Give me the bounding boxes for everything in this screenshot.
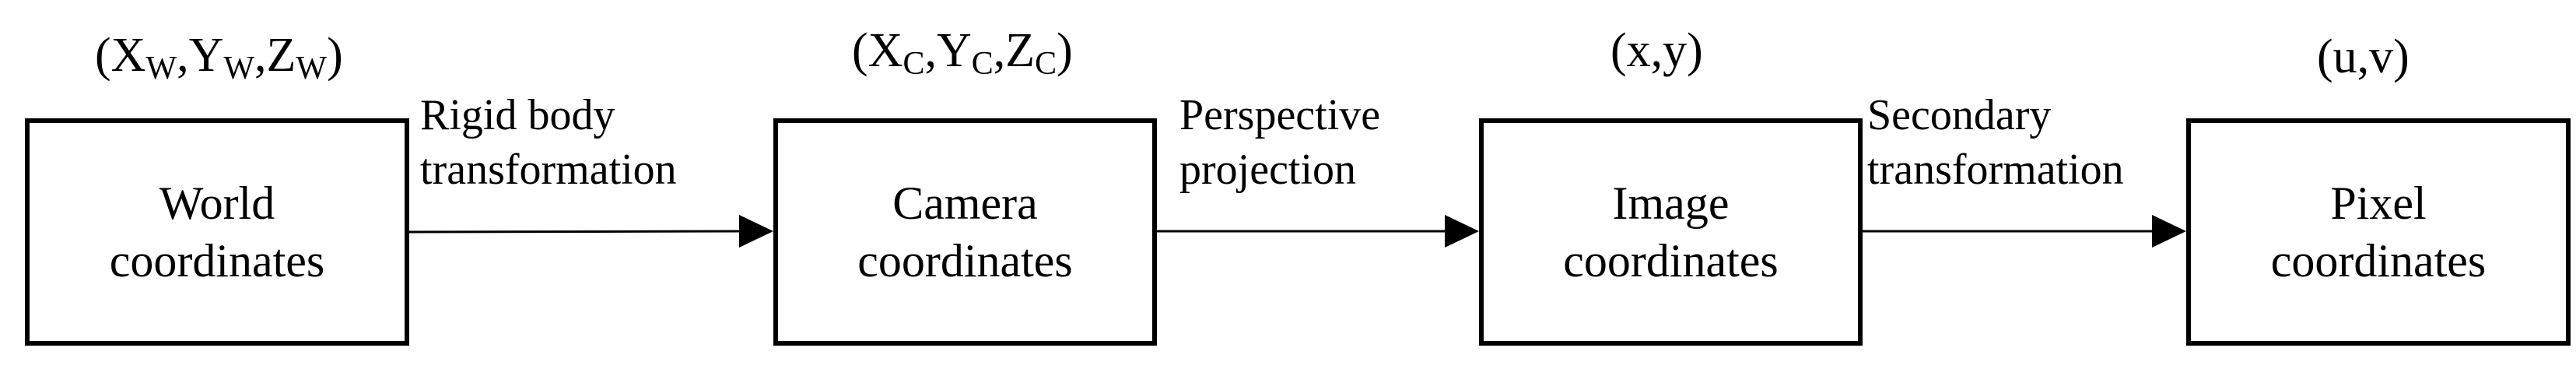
perspective-label-line2: projection bbox=[1179, 146, 1357, 194]
camera-coordinates-box: Camera coordinates bbox=[773, 118, 1157, 346]
image-box-line1: Image bbox=[1612, 177, 1730, 229]
pixel-box-line2: coordinates bbox=[2270, 235, 2487, 286]
rigid-body-transformation-label: Rigid body transformation bbox=[420, 88, 677, 197]
world-coordinate-symbol: (XW,YW,ZW) bbox=[95, 29, 343, 86]
image-coordinate-symbol: (x,y) bbox=[1610, 24, 1703, 77]
secondary-transformation-label: Secondary transformation bbox=[1867, 88, 2124, 197]
secondary-label-line1: Secondary bbox=[1867, 91, 2052, 139]
image-box-line2: coordinates bbox=[1563, 235, 1779, 286]
rigid-label-line1: Rigid body bbox=[420, 91, 615, 139]
perspective-label-line1: Perspective bbox=[1179, 91, 1381, 139]
pixel-box-line1: Pixel bbox=[2330, 177, 2427, 229]
pixel-coordinate-symbol: (u,v) bbox=[2317, 30, 2410, 83]
arrow-image-to-pixel bbox=[1863, 215, 2186, 248]
image-coordinates-box: Image coordinates bbox=[1479, 118, 1863, 346]
world-box-line1: World bbox=[159, 177, 275, 229]
camera-box-line1: Camera bbox=[892, 177, 1038, 229]
arrow-world-to-camera bbox=[408, 215, 773, 248]
arrow-camera-to-image bbox=[1157, 215, 1479, 248]
perspective-projection-label: Perspective projection bbox=[1179, 88, 1380, 197]
camera-box-line2: coordinates bbox=[857, 235, 1073, 286]
secondary-label-line2: transformation bbox=[1867, 146, 2124, 194]
world-coordinates-box: World coordinates bbox=[25, 118, 409, 346]
world-box-line2: coordinates bbox=[109, 235, 325, 286]
pixel-coordinates-box: Pixel coordinates bbox=[2186, 118, 2571, 346]
rigid-label-line2: transformation bbox=[420, 146, 677, 194]
camera-coordinate-symbol: (XC,YC,ZC) bbox=[852, 24, 1073, 82]
